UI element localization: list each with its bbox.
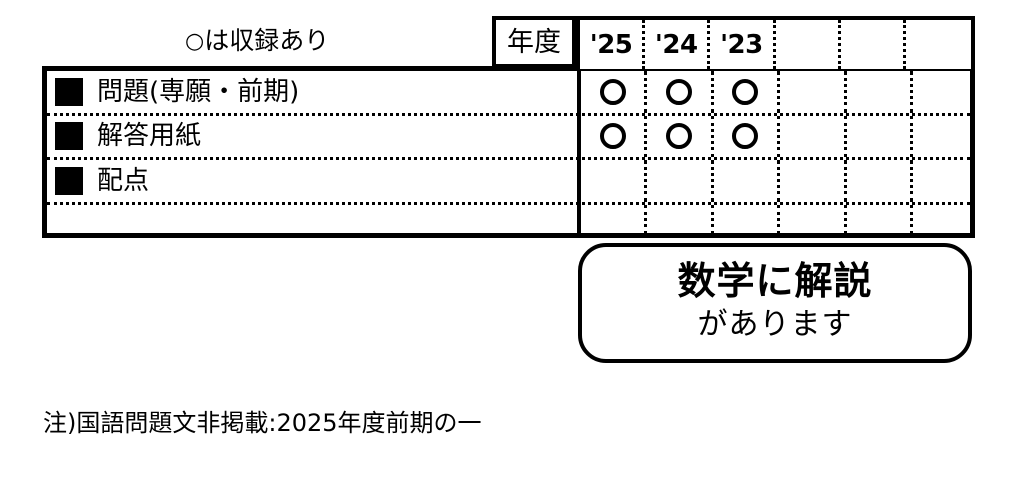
table-cell [847,204,913,234]
table-cell [780,160,847,202]
table-cell [847,115,913,157]
year-column-header [841,20,906,69]
year-column-header-text: '24 [654,29,698,60]
table-row [47,204,970,234]
year-column-header-text: '25 [589,29,633,60]
table-cell [647,160,714,202]
table-cell [847,160,913,202]
year-column-header [906,20,971,69]
table-row-cells [581,204,979,234]
circle-mark-icon [732,78,759,105]
table-cell [847,71,913,113]
table-row-label: 問題(専願・前期) [47,71,577,113]
callout-box: 数学に解説 があります [578,243,972,363]
table-row: 解答用紙 [47,115,970,160]
circle-mark-icon [666,123,693,150]
year-header-label-text: 年度 [507,26,561,58]
circle-mark-icon [666,78,693,105]
year-column-header: '25 [580,20,646,69]
table-cell [581,115,648,157]
table-row-label: 配点 [47,160,577,202]
table-row-cells [581,115,979,158]
year-columns-header: '25 '24 '23 [576,16,975,69]
table-row-label [47,205,577,234]
table-cell [581,160,648,202]
year-column-header: '24 [645,20,711,69]
year-header-label: 年度 [492,16,576,68]
callout-secondary-text: があります [697,307,853,343]
contents-table: 問題(専願・前期) 解答用紙 配点 [42,66,975,238]
circle-mark-icon [599,78,626,105]
circle-mark-icon [732,123,759,150]
table-row-cells [581,71,979,113]
legend-note: ○は収録あり [185,26,329,57]
table-row-label-text: 問題(専願・前期) [97,76,300,107]
year-column-header [776,20,841,69]
bullet-square-icon [55,122,83,151]
bullet-square-icon [55,77,83,106]
label-column-divider [577,71,581,233]
footnote: 注)国語問題文非掲載:2025年度前期の一 [43,409,482,437]
legend-label: は収録あり [204,26,330,55]
table-cell [913,160,979,202]
table-cell [581,71,648,113]
table-cell [714,160,781,202]
circle-mark-icon [599,123,626,150]
year-column-header: '23 [710,20,776,69]
table-row-label-text: 配点 [97,165,150,196]
table-cell [913,71,979,113]
table-row-label-text: 解答用紙 [97,121,202,152]
table-cell [913,116,979,158]
table-cell [581,204,648,234]
table-cell [647,204,714,234]
table-cell [780,71,847,113]
table-row-cells [581,160,979,202]
year-column-header-text: '23 [720,29,763,60]
table-cell [780,204,847,234]
table-row: 問題(専願・前期) [47,71,970,116]
table-cell [913,205,979,234]
table-row-label: 解答用紙 [47,116,577,158]
table-cell [780,115,847,157]
table-row: 配点 [47,160,970,205]
table-cell [714,115,781,157]
table-cell [714,71,781,113]
bullet-square-icon [55,166,83,195]
table-cell [714,204,781,234]
table-cell [647,71,714,113]
callout-primary-text: 数学に解説 [677,258,873,303]
circle-icon: ○ [185,29,205,54]
table-cell [647,115,714,157]
